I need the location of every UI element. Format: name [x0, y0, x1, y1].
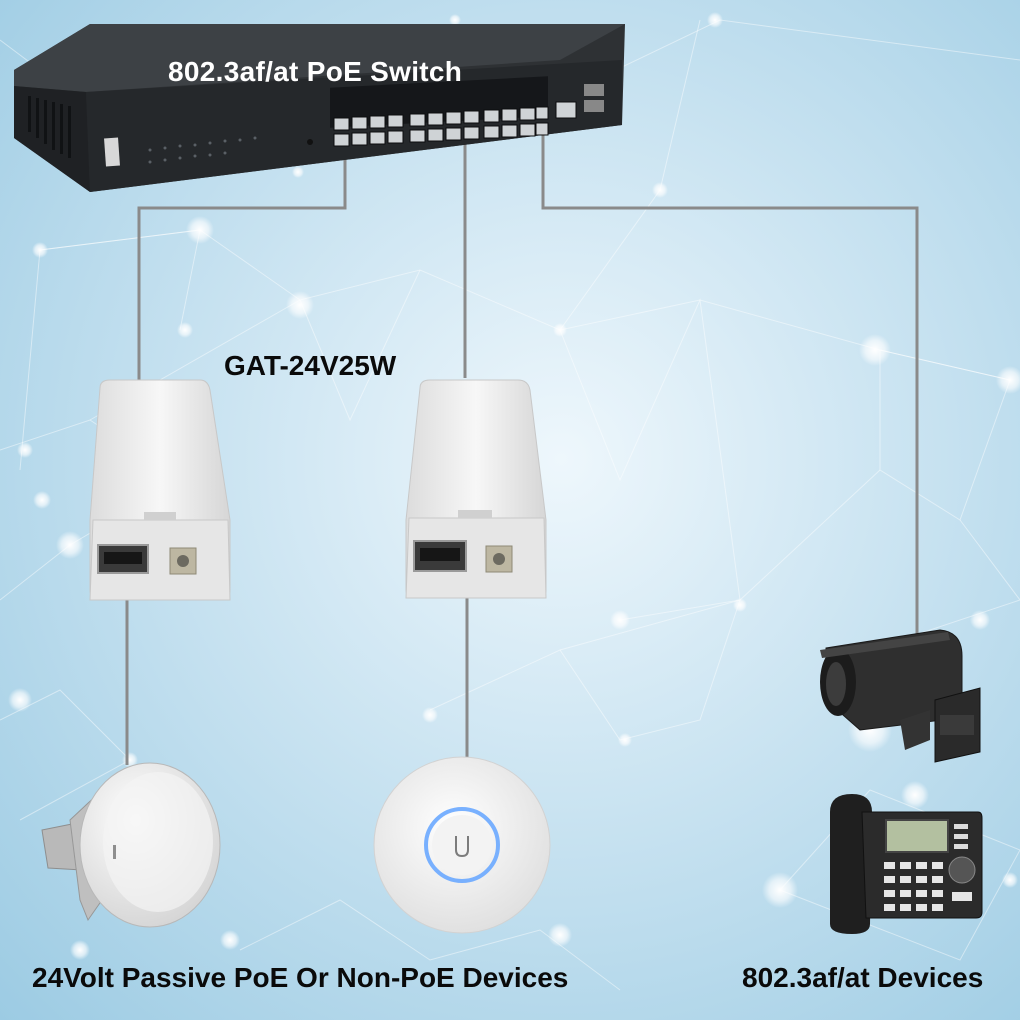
switch-title-label: 802.3af/at PoE Switch: [168, 56, 463, 87]
cable-switch-to-af-devices: [541, 125, 919, 640]
poe-injector-2: [405, 379, 547, 599]
poe-switch: [14, 24, 625, 192]
ip-camera-device: [820, 629, 981, 763]
passive-devices-label: 24Volt Passive PoE Or Non-PoE Devices: [32, 962, 569, 993]
injector-model-label: GAT-24V25W: [224, 350, 397, 381]
ip-phone-device: [830, 794, 983, 934]
poe-injector-1: [89, 379, 231, 601]
switch-port-block: [330, 76, 549, 147]
cable-switch-to-injector-1: [137, 140, 347, 385]
wireless-radio-device: [41, 762, 221, 928]
ceiling-access-point: [373, 756, 551, 934]
network-nodes: [8, 12, 1020, 960]
af-devices-label: 802.3af/at Devices: [742, 962, 984, 993]
